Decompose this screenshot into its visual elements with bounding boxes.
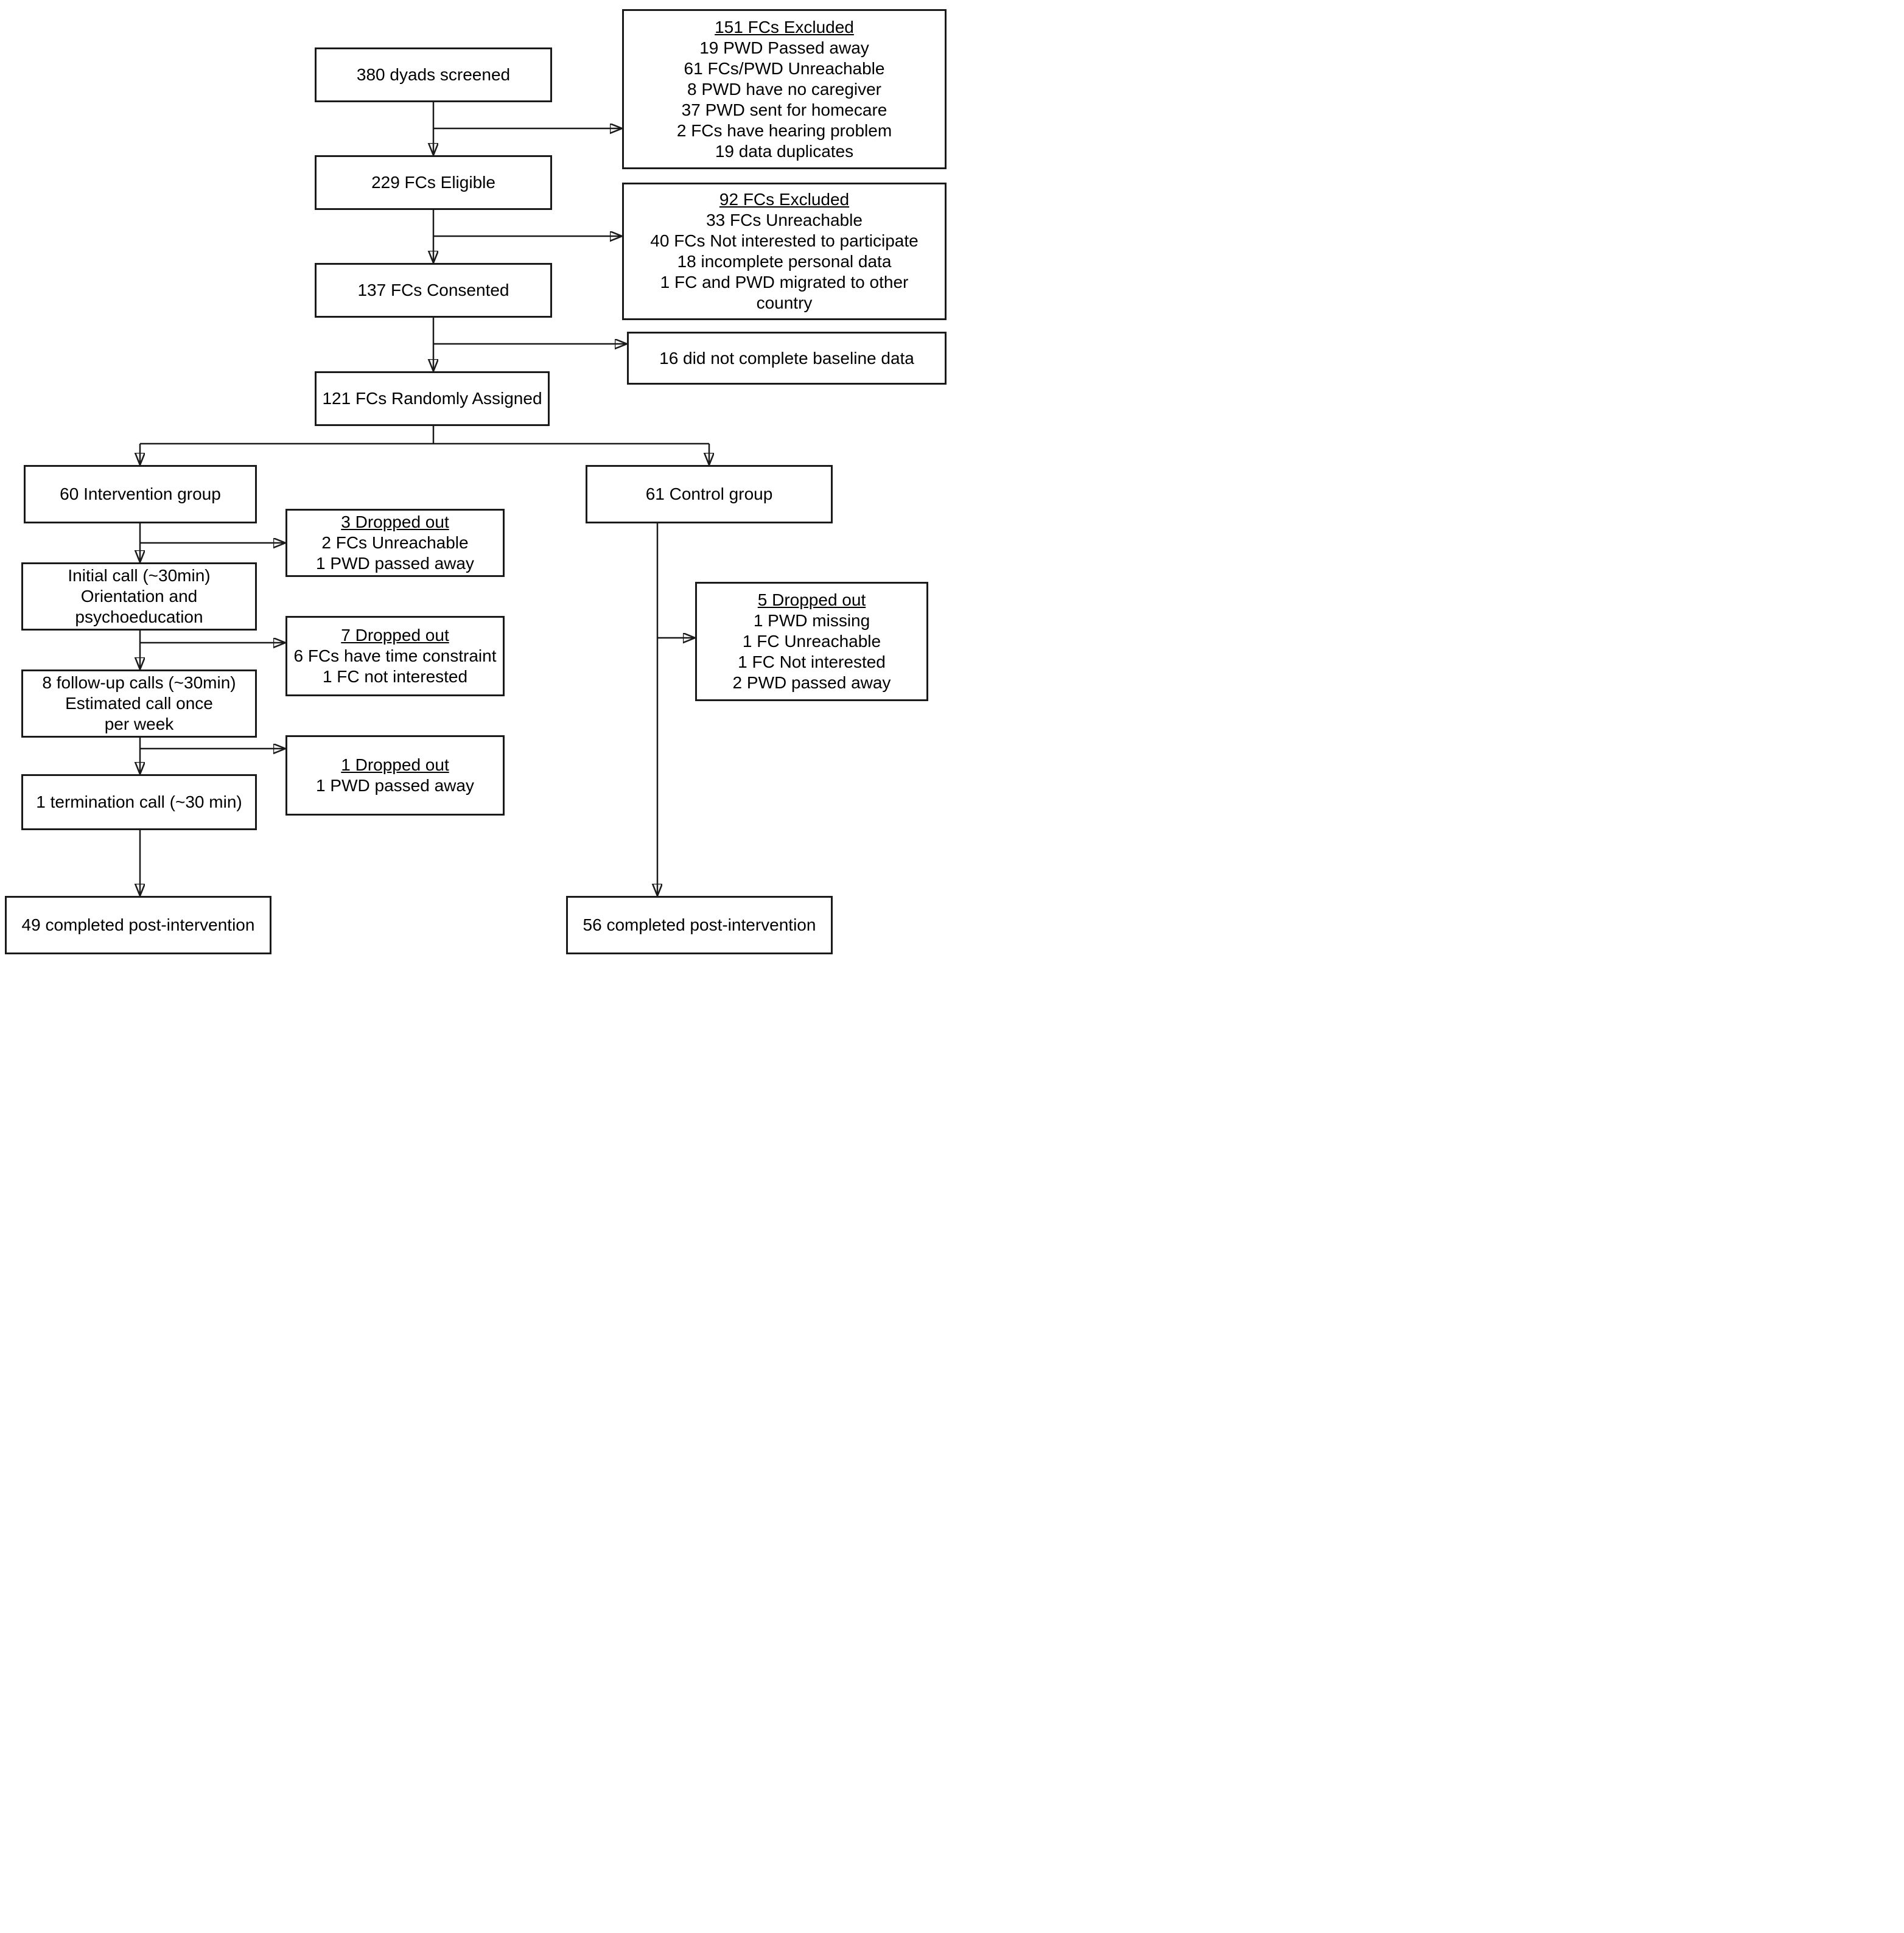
box-completed-intervention: 49 completed post-intervention — [5, 896, 271, 954]
box-dropout-3: 3 Dropped out 2 FCs Unreachable 1 PWD pa… — [285, 509, 505, 577]
box-dropout-1: 1 Dropped out 1 PWD passed away — [285, 735, 505, 816]
box-dropout-3-line: 1 PWD passed away — [316, 554, 474, 573]
box-baseline-dropout: 16 did not complete baseline data — [627, 332, 947, 385]
box-control-group-label: 61 Control group — [645, 484, 773, 503]
box-intervention-group-label: 60 Intervention group — [60, 484, 221, 503]
box-excluded-151: 151 FCs Excluded 19 PWD Passed away 61 F… — [622, 9, 947, 169]
box-initial-call-line: Orientation and — [80, 587, 198, 606]
box-eligible: 229 FCs Eligible — [315, 155, 552, 210]
box-screened: 380 dyads screened — [315, 47, 552, 102]
box-excluded-151-line: 19 PWD Passed away — [699, 38, 869, 57]
box-dropout-5-line: 2 PWD passed away — [732, 673, 891, 692]
box-excluded-92-line: 18 incomplete personal data — [677, 252, 892, 271]
box-dropout-7-line: 1 FC not interested — [322, 667, 468, 686]
box-initial-call-line: psychoeducation — [75, 607, 203, 626]
box-completed-intervention-label: 49 completed post-intervention — [21, 915, 255, 934]
box-excluded-151-line: 37 PWD sent for homecare — [681, 100, 887, 119]
box-followup-calls-line: per week — [104, 715, 174, 733]
box-consented-label: 137 FCs Consented — [357, 281, 509, 299]
box-excluded-151-line: 8 PWD have no caregiver — [687, 79, 882, 99]
box-dropout-5-line: 1 PWD missing — [753, 611, 870, 630]
box-dropout-5-heading: 5 Dropped out — [757, 590, 866, 609]
box-initial-call: Initial call (~30min) Orientation and ps… — [21, 562, 257, 631]
box-control-group: 61 Control group — [586, 465, 833, 523]
box-termination-call: 1 termination call (~30 min) — [21, 774, 257, 830]
box-dropout-3-line: 2 FCs Unreachable — [321, 533, 469, 552]
box-followup-calls-line: 8 follow-up calls (~30min) — [42, 673, 236, 692]
box-dropout-7-line: 6 FCs have time constraint — [293, 646, 497, 665]
box-screened-label: 380 dyads screened — [356, 65, 511, 84]
box-dropout-5-line: 1 FC Unreachable — [742, 632, 881, 651]
box-dropout-3-heading: 3 Dropped out — [341, 512, 449, 531]
box-intervention-group: 60 Intervention group — [24, 465, 257, 523]
box-followup-calls-line: Estimated call once — [65, 694, 213, 713]
box-baseline-dropout-label: 16 did not complete baseline data — [659, 348, 914, 368]
box-dropout-7: 7 Dropped out 6 FCs have time constraint… — [285, 616, 505, 696]
box-excluded-92-line: country — [756, 293, 813, 312]
box-consented: 137 FCs Consented — [315, 263, 552, 318]
box-termination-call-label: 1 termination call (~30 min) — [36, 792, 242, 811]
box-initial-call-line: Initial call (~30min) — [68, 566, 211, 585]
box-followup-calls: 8 follow-up calls (~30min) Estimated cal… — [21, 669, 257, 738]
consort-flow-diagram: 380 dyads screened 151 FCs Excluded 19 P… — [0, 0, 952, 967]
box-excluded-151-line: 2 FCs have hearing problem — [676, 121, 892, 140]
box-excluded-92-line: 33 FCs Unreachable — [706, 211, 863, 229]
box-excluded-92: 92 FCs Excluded 33 FCs Unreachable 40 FC… — [622, 183, 947, 320]
box-completed-control: 56 completed post-intervention — [566, 896, 833, 954]
box-excluded-92-heading: 92 FCs Excluded — [719, 190, 850, 209]
box-dropout-5: 5 Dropped out 1 PWD missing 1 FC Unreach… — [695, 582, 928, 701]
box-excluded-151-heading: 151 FCs Excluded — [715, 17, 854, 37]
box-dropout-1-line: 1 PWD passed away — [316, 776, 474, 795]
box-dropout-1-heading: 1 Dropped out — [341, 755, 449, 774]
box-eligible-label: 229 FCs Eligible — [371, 173, 495, 192]
box-excluded-151-line: 19 data duplicates — [715, 141, 854, 161]
box-randomized-label: 121 FCs Randomly Assigned — [322, 389, 542, 408]
box-excluded-92-line: 40 FCs Not interested to participate — [650, 231, 919, 250]
box-dropout-7-heading: 7 Dropped out — [341, 626, 449, 645]
box-excluded-92-line: 1 FC and PWD migrated to other — [660, 273, 909, 292]
box-completed-control-label: 56 completed post-intervention — [583, 915, 816, 934]
box-dropout-5-line: 1 FC Not interested — [738, 652, 886, 671]
box-excluded-151-line: 61 FCs/PWD Unreachable — [684, 58, 885, 78]
box-randomized: 121 FCs Randomly Assigned — [315, 371, 550, 426]
